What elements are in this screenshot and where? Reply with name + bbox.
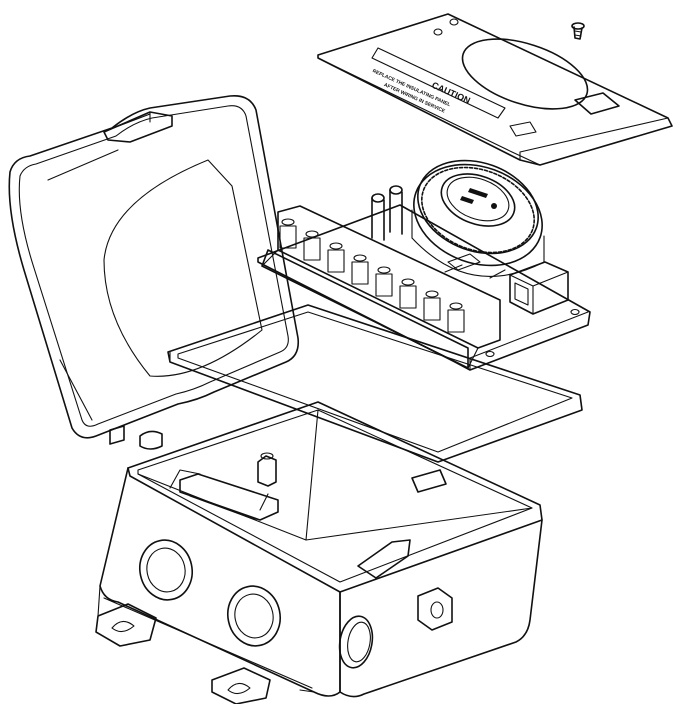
- timer-mechanism: [257, 159, 591, 371]
- relay-block: [509, 261, 569, 315]
- plate-screw: [571, 22, 585, 40]
- timer-pins: [371, 185, 403, 241]
- mounting-feet: [95, 585, 315, 704]
- terminal-screws: [279, 218, 465, 333]
- cover-plate-label: CAUTION REPLACE THE INSULATING PANEL AFT…: [371, 68, 471, 115]
- gasket: [167, 304, 583, 463]
- enclosure-box: [95, 401, 543, 704]
- timer-dial: [411, 159, 545, 277]
- padlock-hasp: [417, 587, 453, 631]
- enclosure-lid: [8, 94, 300, 450]
- knockout-holes: [139, 539, 374, 669]
- insulating-cover-plate: CAUTION REPLACE THE INSULATING PANEL AFT…: [317, 13, 673, 166]
